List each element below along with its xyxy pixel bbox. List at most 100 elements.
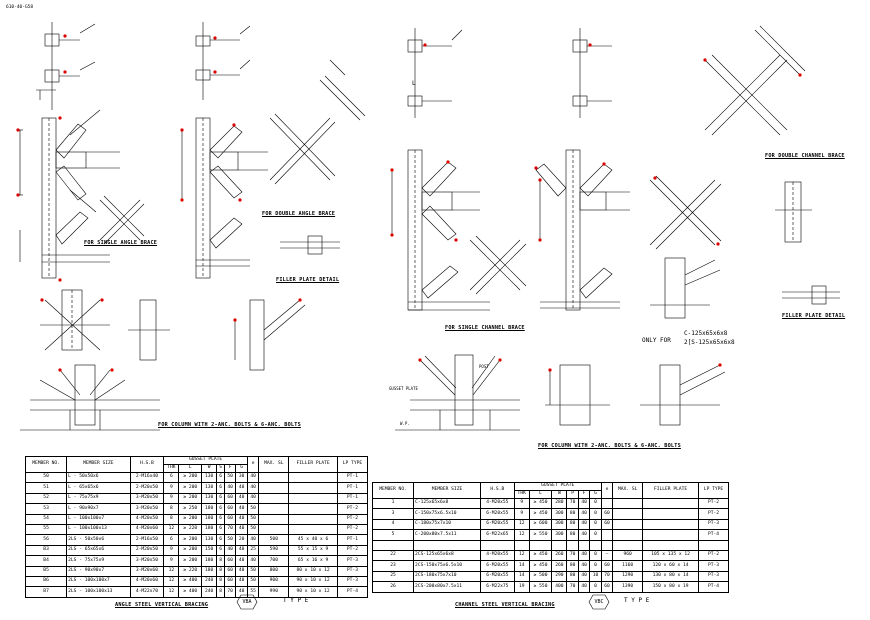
table-cell: ≥ 200: [178, 471, 203, 484]
table-cell: 60: [600, 581, 614, 593]
col-lp-type: LP TYPE: [697, 482, 730, 499]
table-cell: 80: [566, 518, 579, 531]
table-cell: 80: [566, 529, 579, 541]
table-cell: 4-M20x55: [480, 497, 515, 510]
gusset-plate-label: GUSSET PLATE: [389, 386, 418, 391]
table-cell: 53: [24, 503, 68, 515]
table-cell: 55 x 15 x 9: [288, 544, 338, 557]
table-cell: [642, 518, 699, 531]
table-cell: 1: [371, 497, 415, 510]
table-cell: [642, 508, 699, 520]
table-cell: ≥ 220: [178, 565, 203, 577]
drawing-reference: 610-40-G58: [6, 5, 34, 10]
table-cell: 960: [612, 549, 644, 562]
single-angle-brace-detail: [17, 109, 145, 279]
table-cell: 4-M20x60: [129, 523, 165, 536]
table-cell: C-180x75x7x10: [413, 518, 481, 531]
table-cell: 6: [216, 492, 225, 505]
col-hsb: H.S.B: [129, 456, 165, 473]
table-cell: PT-4: [697, 529, 730, 541]
c125-only-detail: [649, 175, 722, 319]
table-cell: B4: [24, 555, 68, 567]
col-g: G: [235, 464, 248, 473]
table-cell: 6: [216, 513, 225, 525]
channel-type-word: T Y P E: [624, 597, 650, 604]
table-cell: 4-M20x55: [480, 549, 515, 562]
table-cell: 40: [235, 492, 248, 505]
table-cell: 52: [24, 492, 68, 505]
table-cell: C-200x80x7.5x11: [413, 529, 481, 541]
table-cell: [258, 523, 290, 536]
table-cell: 2-M16x40: [129, 471, 165, 484]
table-cell: L - 75x75x9: [66, 492, 131, 505]
table-cell: [528, 539, 553, 551]
table-cell: 1390: [612, 581, 644, 593]
table-cell: 990: [258, 586, 290, 598]
col-f: F: [577, 490, 591, 499]
table-cell: [612, 539, 644, 551]
table-cell: PT-1: [336, 471, 369, 484]
table-cell: [612, 508, 644, 520]
table-cell: 180: [201, 555, 218, 567]
table-cell: ≥ 200: [178, 482, 203, 494]
table-cell: 40: [577, 518, 591, 531]
table-cell: 3-M20x50: [129, 492, 165, 505]
table-cell: [258, 471, 290, 484]
table-cell: 40: [235, 513, 248, 525]
table-cell: 40: [577, 508, 591, 520]
table-cell: 50: [24, 471, 68, 484]
col-gusset-plate: GUSSET PLATE: [163, 456, 248, 465]
table-cell: 800: [258, 565, 290, 577]
table-cell: 1290: [612, 570, 644, 583]
table-cell: 2LS - 90x90x7: [66, 565, 131, 577]
table-cell: B3: [24, 544, 68, 557]
table-cell: 40: [577, 549, 591, 562]
table-cell: ≥ 250: [178, 503, 203, 515]
table-cell: [600, 497, 614, 510]
filler-plate-detail-left: [280, 235, 340, 255]
col-gusset-plate: GUSSET PLATE: [513, 482, 602, 491]
table-cell: 6: [216, 544, 225, 557]
table-cell: 150 x 80 x 19: [642, 581, 699, 593]
col-member-size: MEMBER SIZE: [66, 456, 131, 473]
table-cell: 260: [551, 560, 568, 572]
caption-filler-plate-left: FILLER PLATE DETAIL: [276, 277, 340, 283]
table-cell: 2-M20x50: [129, 544, 165, 557]
table-cell: [577, 539, 591, 551]
table-cell: 12: [513, 549, 530, 562]
table-cell: 30: [235, 471, 248, 484]
table-cell: 56: [24, 534, 68, 546]
table-cell: 2CS-200x80x7.5x11: [413, 581, 481, 593]
table-cell: 19: [513, 581, 530, 593]
hexagon-icon: [588, 594, 610, 610]
table-cell: 70: [566, 549, 579, 562]
table-cell: 2CS-150x75x6.5x10: [413, 560, 481, 572]
table-cell: 0: [589, 508, 602, 520]
table-cell: C-150x75x6.5x10: [413, 508, 481, 520]
table-cell: 40: [235, 575, 248, 588]
anchor-detail-top-right: [407, 28, 612, 118]
single-channel-brace-detail: [391, 149, 630, 311]
table-cell: PT-2: [336, 503, 369, 515]
table-cell: L - 65x65x6: [66, 482, 131, 494]
table-cell: [612, 529, 644, 541]
table-cell: 3-M20x60: [129, 565, 165, 577]
table-cell: 0: [589, 518, 602, 531]
table-cell: 60: [600, 560, 614, 572]
col-max-sl: MAX. SL: [612, 482, 644, 499]
col-s: S: [216, 464, 225, 473]
table-cell: [612, 518, 644, 531]
table-cell: 590: [258, 544, 290, 557]
caption-column-base-left: FOR COLUMN WITH 2-ANC. BOLTS & 6-ANC. BO…: [158, 422, 301, 428]
table-cell: [513, 539, 530, 551]
table-cell: 40: [235, 565, 248, 577]
table-cell: 6: [216, 482, 225, 494]
table-cell: 6-M20x55: [480, 508, 515, 520]
table-cell: 9: [513, 497, 530, 510]
table-cell: 130: [201, 534, 218, 546]
